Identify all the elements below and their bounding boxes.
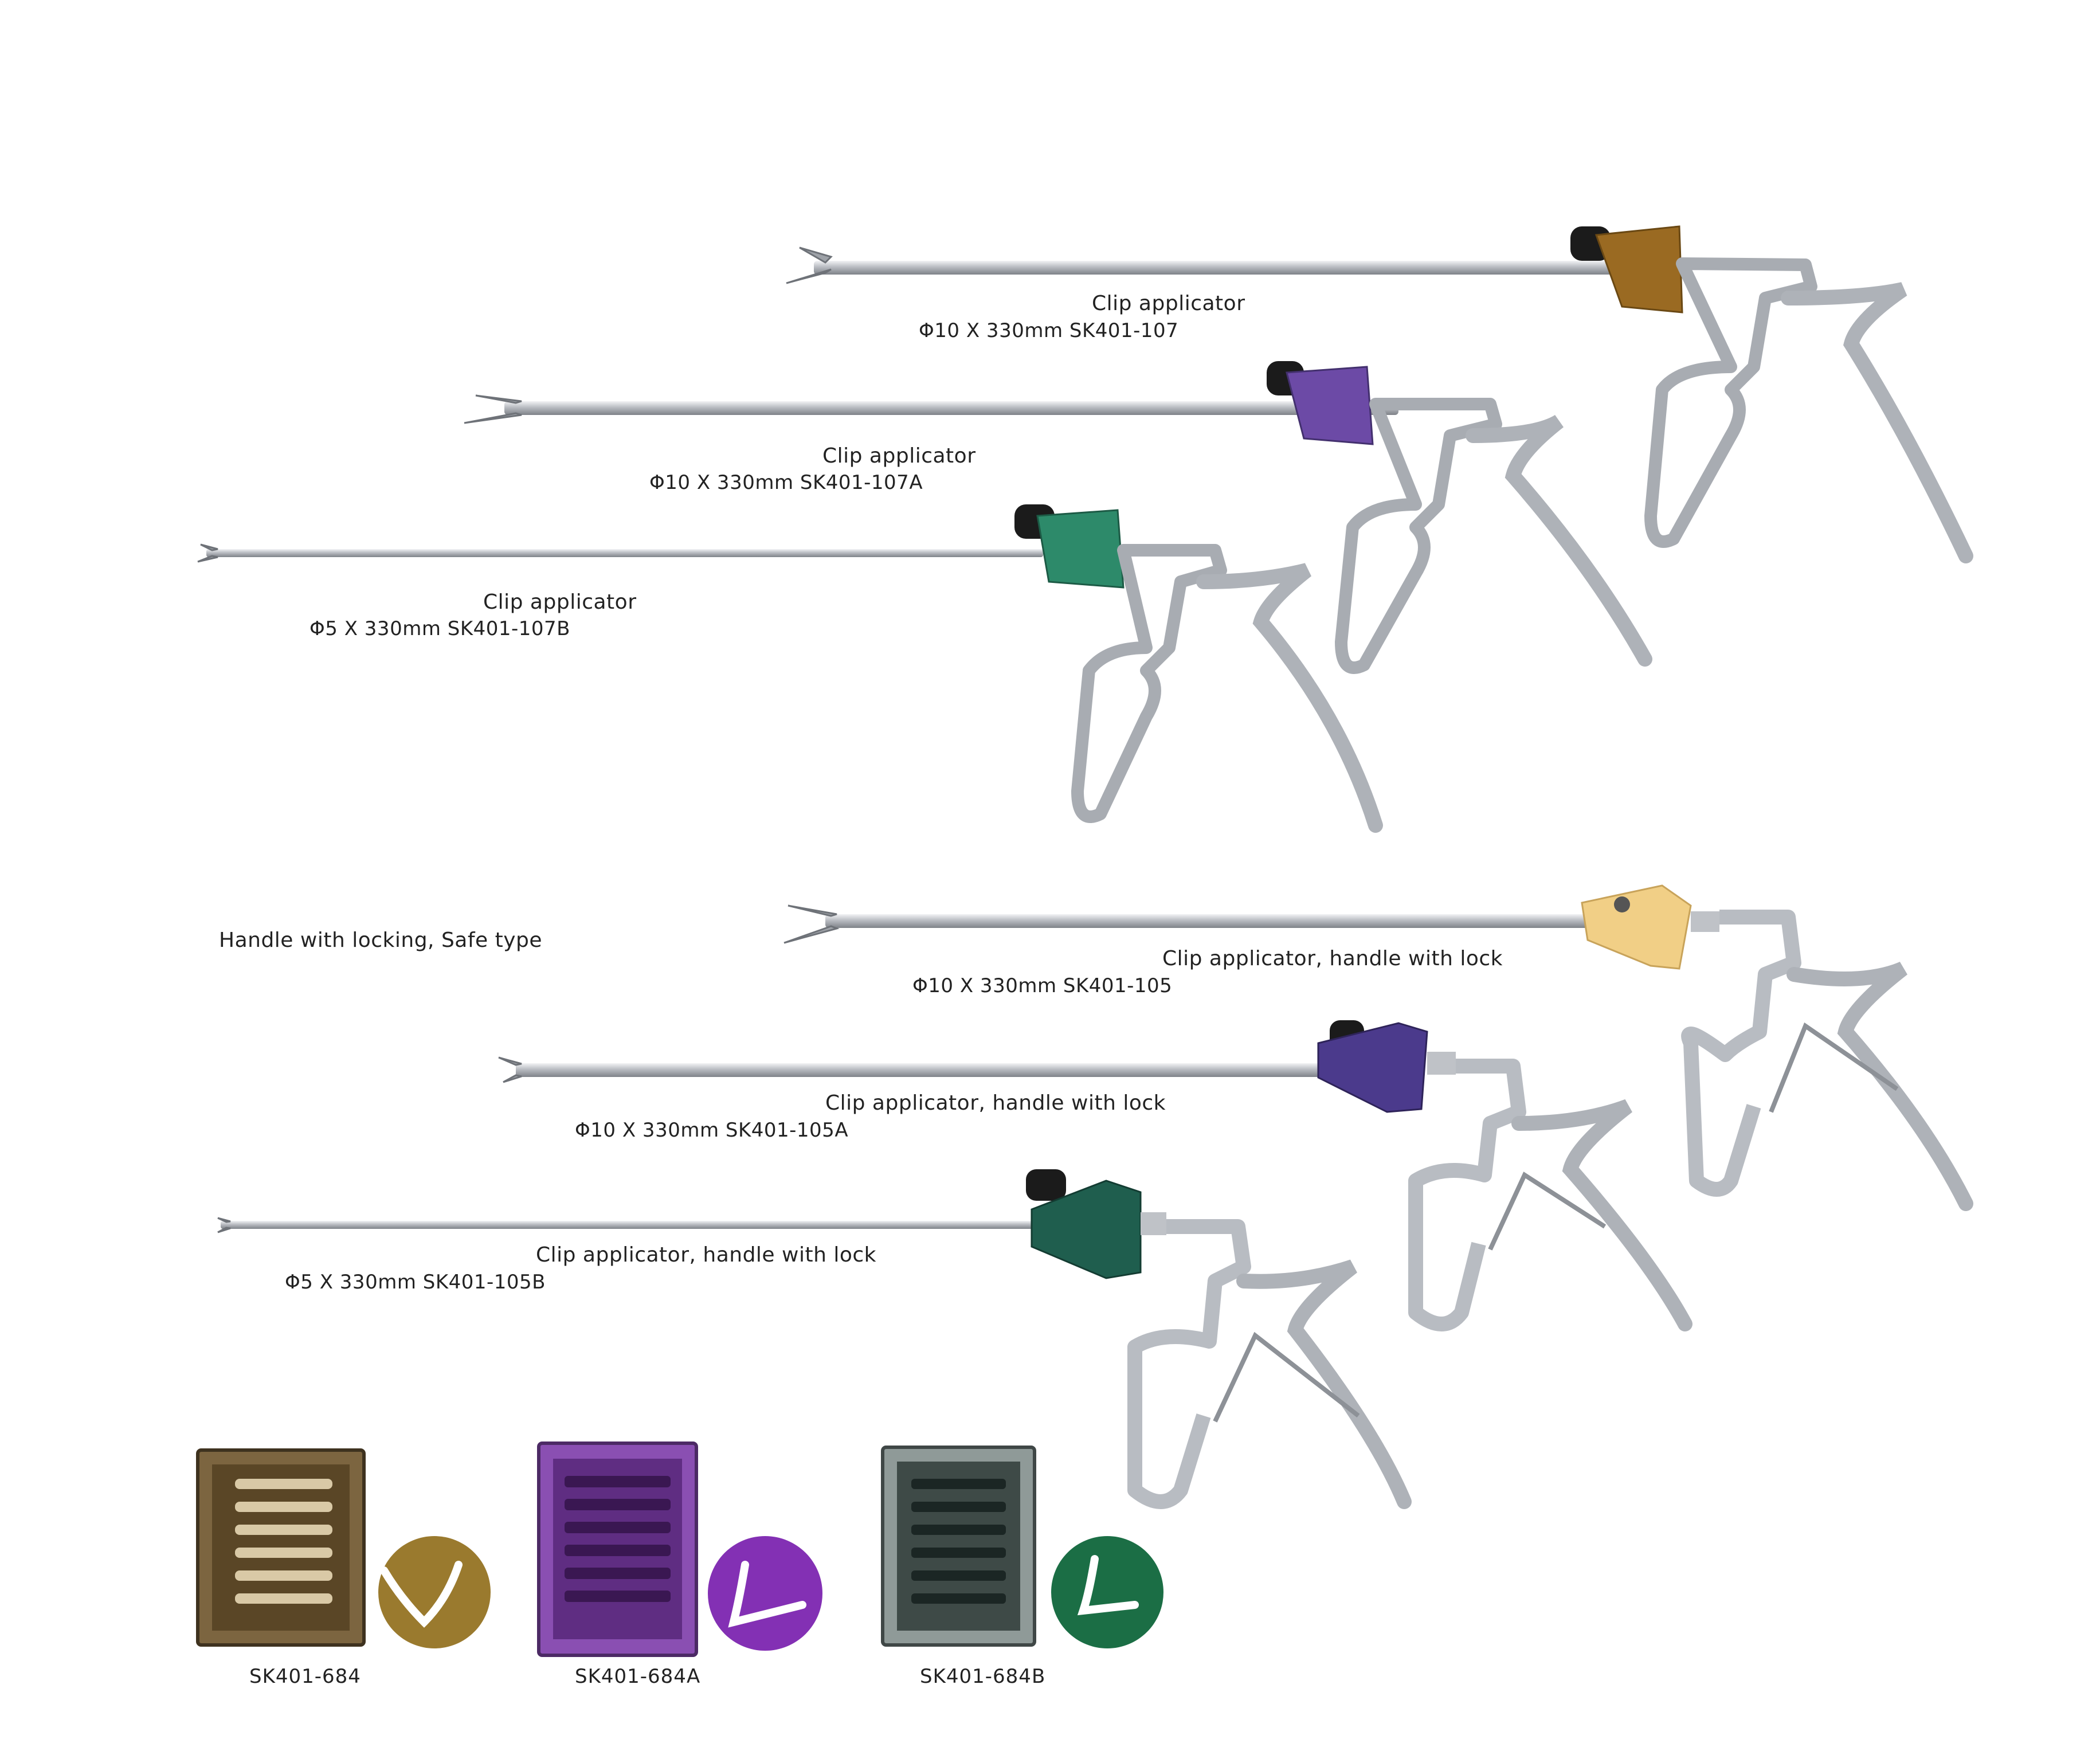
clip-stack bbox=[911, 1479, 1006, 1604]
instrument-6-name: Clip applicator, handle with lock bbox=[536, 1243, 877, 1267]
lock-button bbox=[1614, 896, 1630, 912]
cartridge-3-code: SK401-684B bbox=[920, 1665, 1046, 1688]
rotation-knob bbox=[1594, 225, 1683, 314]
ratchet-bar bbox=[1213, 1331, 1360, 1423]
clip-sample-disc bbox=[708, 1536, 822, 1651]
jaw-tip bbox=[217, 1217, 231, 1233]
jaw-tip bbox=[464, 394, 522, 424]
handle-lever bbox=[1466, 414, 1652, 667]
section-label: Handle with locking, Safe type bbox=[219, 929, 543, 952]
handle-lever bbox=[1196, 563, 1383, 833]
instrument-5-spec: Φ10 X 330mm SK401-105A bbox=[575, 1119, 849, 1142]
instrument-4-spec: Φ10 X 330mm SK401-105 bbox=[912, 974, 1173, 997]
clip-sample bbox=[1077, 1555, 1139, 1616]
jaw-tip bbox=[197, 543, 218, 563]
clip-sample bbox=[380, 1561, 463, 1628]
collar bbox=[1427, 1052, 1456, 1075]
handle-lever bbox=[1236, 1259, 1412, 1509]
cartridge-sk401-684b bbox=[881, 1446, 1163, 1648]
instrument-sk401-107 bbox=[786, 225, 1973, 563]
instrument-sk401-107b bbox=[197, 504, 1383, 833]
shaft bbox=[814, 261, 1685, 275]
shaft bbox=[221, 1221, 1046, 1229]
handle-frame bbox=[1335, 398, 1502, 674]
lock-knob bbox=[1026, 1169, 1066, 1201]
handle-frame bbox=[1071, 544, 1227, 823]
jaw-tip bbox=[498, 1056, 522, 1083]
instrument-3-name: Clip applicator bbox=[483, 590, 637, 614]
jaw-tip bbox=[786, 246, 833, 284]
rotation-knob bbox=[1317, 1022, 1428, 1113]
handle-lever bbox=[1511, 1099, 1692, 1331]
collar bbox=[1141, 1212, 1166, 1235]
instrument-4-name: Clip applicator, handle with lock bbox=[1162, 947, 1503, 970]
clip-sample-disc bbox=[378, 1536, 491, 1648]
shaft bbox=[825, 914, 1593, 928]
handle-lever bbox=[1786, 961, 1973, 1211]
clip-stack bbox=[235, 1479, 332, 1604]
ratchet-bar bbox=[1488, 1172, 1607, 1251]
clip-sample bbox=[728, 1561, 806, 1628]
handle-frame bbox=[1644, 257, 1817, 548]
cartridge-2-code: SK401-684A bbox=[575, 1665, 701, 1688]
rotation-knob bbox=[1286, 366, 1374, 445]
ratchet-bar bbox=[1769, 1022, 1899, 1113]
cartridge-sk401-684 bbox=[196, 1448, 491, 1648]
clip-stack bbox=[565, 1476, 671, 1602]
instrument-3-spec: Φ5 X 330mm SK401-107B bbox=[309, 617, 571, 640]
rotation-knob bbox=[1031, 1180, 1142, 1279]
rotation-knob bbox=[1581, 884, 1692, 970]
cartridge-sk401-684a bbox=[537, 1442, 822, 1657]
handle-frame bbox=[1408, 1059, 1526, 1331]
instrument-2-name: Clip applicator bbox=[822, 444, 976, 468]
clip-sample-disc bbox=[1051, 1536, 1163, 1648]
instrument-2-spec: Φ10 X 330mm SK401-107A bbox=[649, 471, 923, 494]
shaft bbox=[206, 549, 1043, 557]
collar bbox=[1691, 911, 1719, 932]
instrument-sk401-105b bbox=[217, 1169, 1412, 1509]
rotation-knob bbox=[1036, 509, 1125, 589]
handle-frame bbox=[1681, 910, 1801, 1197]
shaft bbox=[516, 1063, 1353, 1077]
handle-frame bbox=[1127, 1219, 1251, 1509]
shaft bbox=[504, 401, 1398, 415]
jaw-tip bbox=[783, 904, 840, 944]
instrument-1-spec: Φ10 X 330mm SK401-107 bbox=[919, 319, 1179, 342]
instrument-sk401-107a bbox=[464, 361, 1652, 674]
instrument-5-name: Clip applicator, handle with lock bbox=[825, 1091, 1166, 1115]
instrument-sk401-105a bbox=[498, 1020, 1692, 1331]
instrument-sk401-105 bbox=[783, 884, 1973, 1211]
instrument-1-name: Clip applicator bbox=[1092, 292, 1245, 315]
instrument-6-spec: Φ5 X 330mm SK401-105B bbox=[285, 1271, 546, 1294]
handle-lever bbox=[1781, 282, 1973, 563]
cartridge-1-code: SK401-684 bbox=[249, 1665, 361, 1688]
